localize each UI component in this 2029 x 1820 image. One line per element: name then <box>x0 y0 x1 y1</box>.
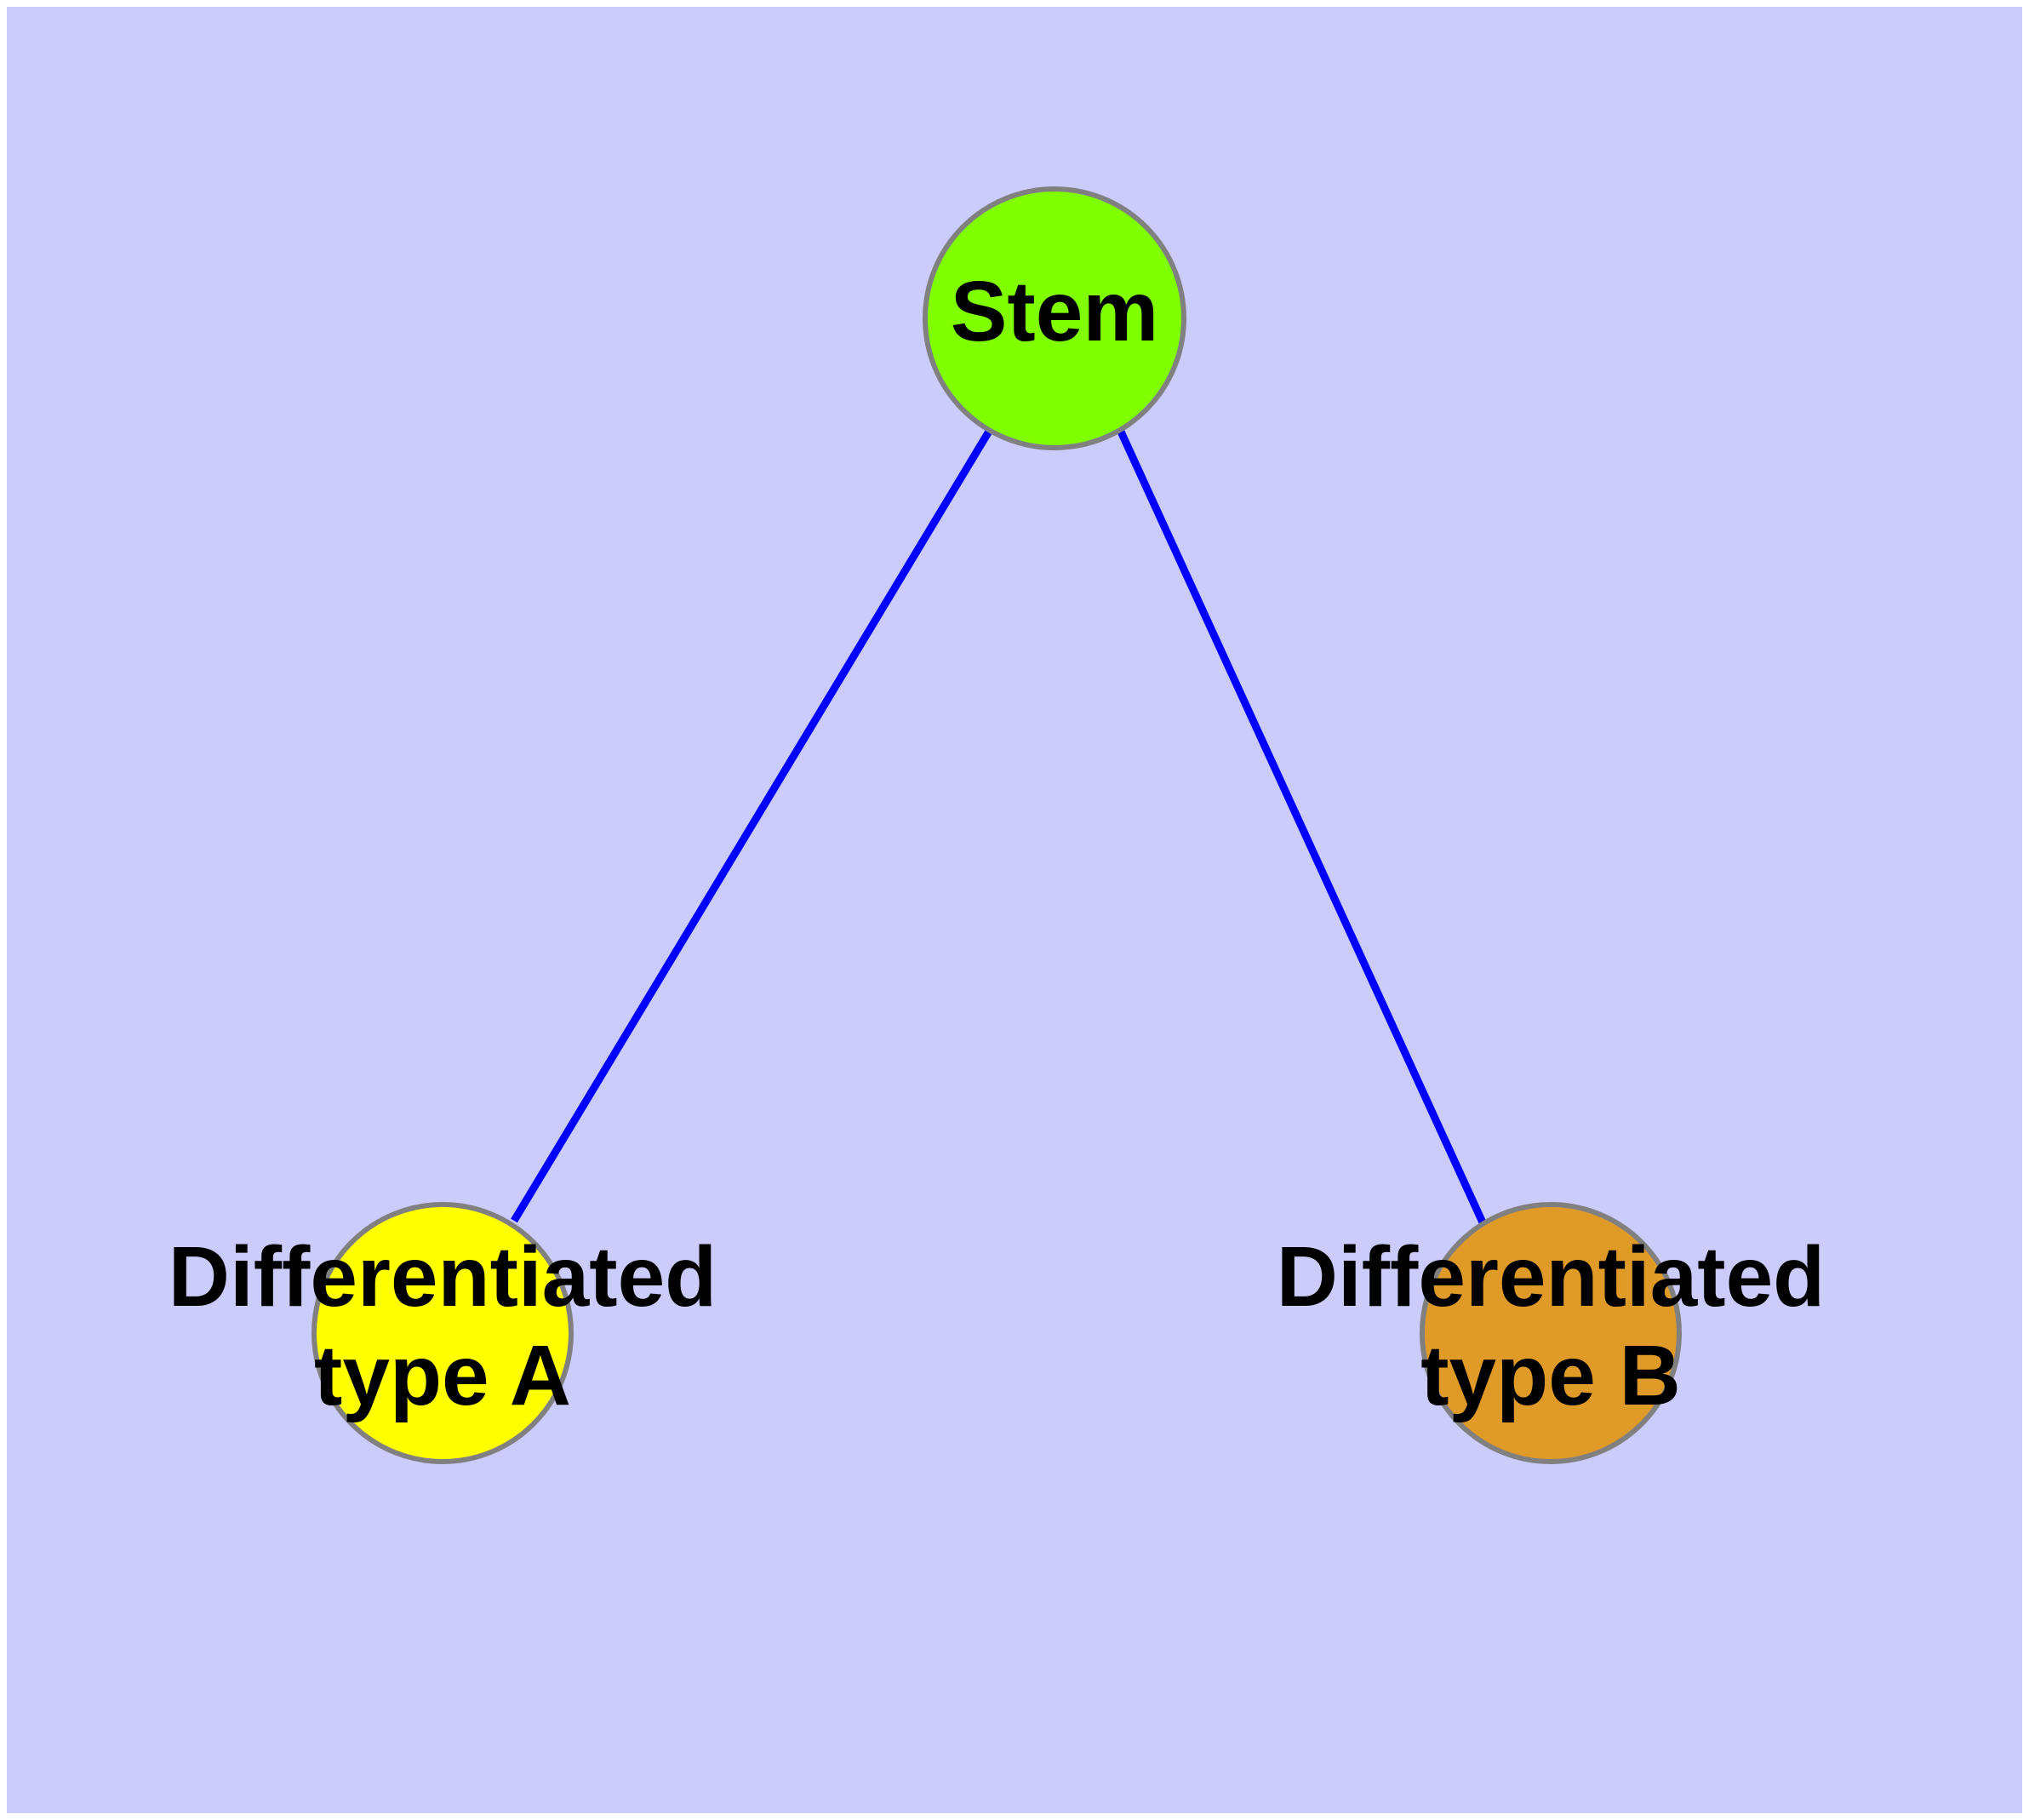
edge-stem-to-diff-a[interactable] <box>511 427 993 1223</box>
edges-layer <box>511 427 1487 1224</box>
edge-stem-to-diff-b[interactable] <box>1117 430 1487 1224</box>
node-label-line: type A <box>314 1328 571 1423</box>
node-differentiated-type-a[interactable] <box>311 1202 574 1464</box>
node-differentiated-type-b[interactable] <box>1420 1202 1682 1464</box>
nodes-layer <box>311 186 1682 1464</box>
node-label-stem: Stem <box>951 264 1159 359</box>
node-label-line: Differentiated <box>169 1229 717 1325</box>
node-label-line: Differentiated <box>1277 1229 1826 1325</box>
node-stem[interactable] <box>923 186 1186 450</box>
node-label-line: type B <box>1420 1328 1681 1423</box>
node-label-line: Stem <box>951 264 1159 359</box>
